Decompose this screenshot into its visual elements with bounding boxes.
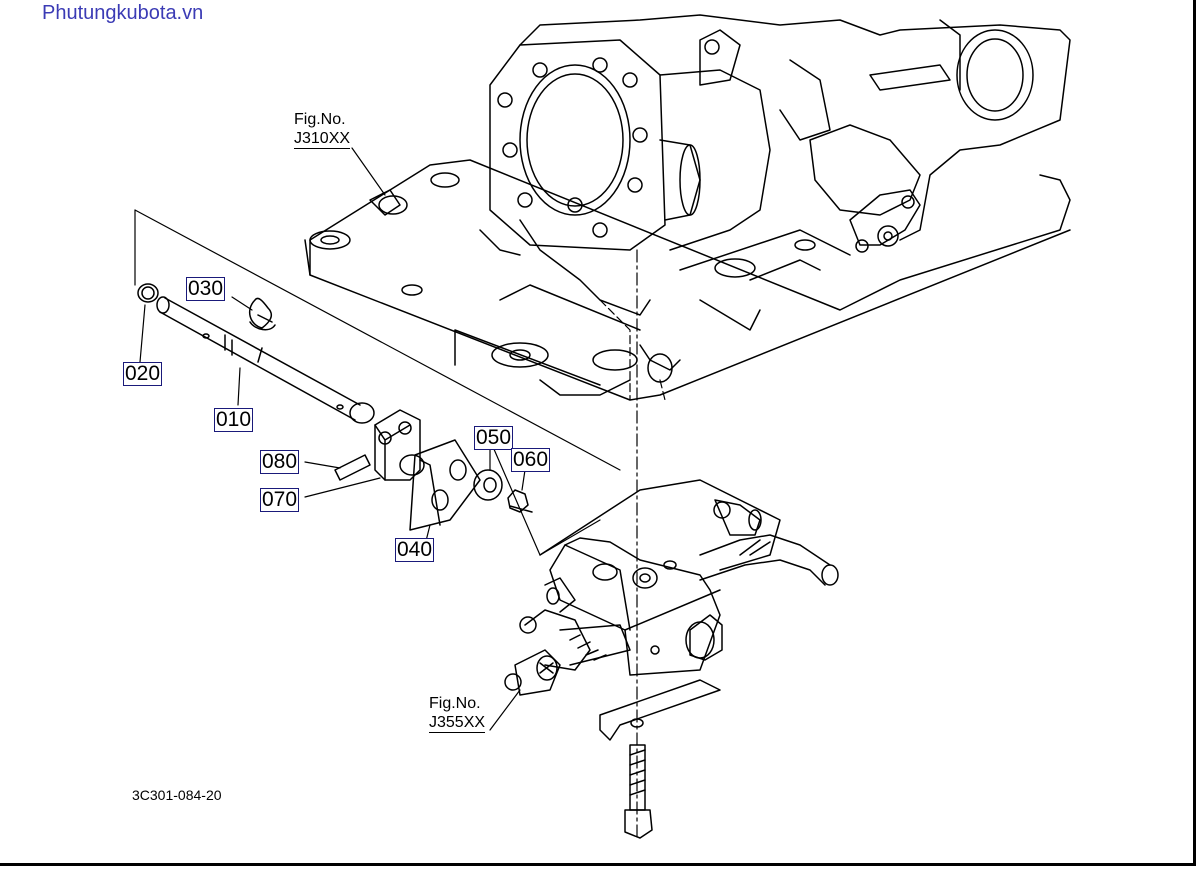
shaft-010	[156, 296, 375, 424]
valve-assembly	[504, 479, 839, 839]
part-label-020[interactable]: 020	[123, 362, 163, 386]
bracket-070	[374, 409, 425, 481]
fig-ref-label: Fig.No.	[429, 695, 481, 712]
plate-040	[409, 439, 481, 531]
pin-080	[334, 454, 371, 481]
fig-ref-j355xx[interactable]: Fig.No. J355XX	[429, 694, 486, 733]
watermark-text: Phutungkubota.vn	[42, 2, 204, 24]
part-label-060[interactable]: 060	[511, 448, 551, 472]
housing-body	[519, 14, 1071, 251]
transmission-housing	[304, 14, 1071, 401]
part-label-070[interactable]: 070	[260, 488, 300, 512]
fig-ref-j310xx[interactable]: Fig.No. J310XX	[294, 110, 351, 149]
part-label-010[interactable]: 010	[214, 408, 254, 432]
part-label-080[interactable]: 080	[260, 450, 300, 474]
leader-j310xx	[351, 147, 386, 196]
part-label-050[interactable]: 050	[474, 426, 514, 450]
washer-050	[473, 469, 503, 501]
part-label-030[interactable]: 030	[186, 277, 226, 301]
nut-060	[507, 489, 533, 513]
housing-flange	[489, 39, 666, 251]
o-ring-020	[137, 283, 159, 303]
fig-ref-code: J310XX	[294, 130, 351, 149]
housing-base-plate	[309, 159, 1071, 401]
leader-j355xx	[489, 689, 521, 731]
fig-ref-label: Fig.No.	[294, 111, 346, 128]
fig-ref-code: J355XX	[429, 714, 486, 733]
clip-030	[248, 297, 276, 331]
group-outline	[134, 209, 621, 556]
drawing-code: 3C301-084-20	[132, 787, 222, 803]
part-label-040[interactable]: 040	[395, 538, 435, 562]
